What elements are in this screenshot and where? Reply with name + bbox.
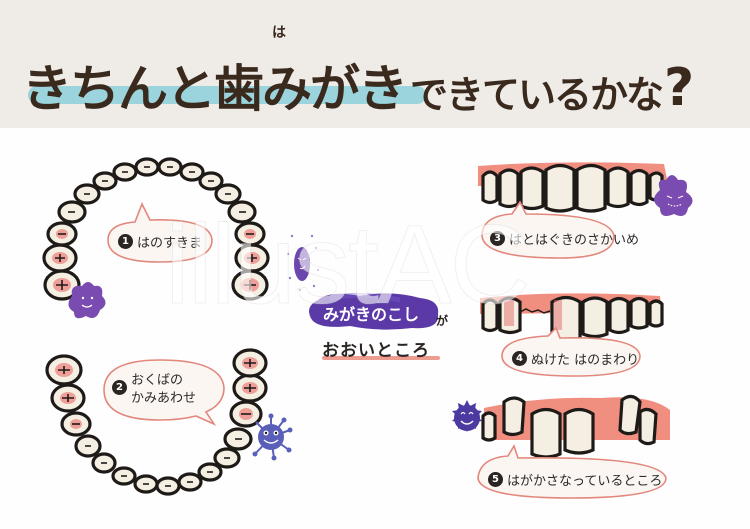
germ-indigo xyxy=(452,400,482,432)
spot-3-text: はとはぐきのさかいめ xyxy=(509,233,640,248)
bubble-4-outline xyxy=(501,326,641,377)
upper-arch-tooth-lines xyxy=(55,166,257,290)
spot-5-text: はがかさなっているところ xyxy=(507,474,663,489)
title-kanji: 歯 xyxy=(214,60,264,118)
title-part2: みがき xyxy=(262,60,408,118)
spot-4-number: 4 xyxy=(512,351,527,366)
page-title: きちんと 歯 みがき できているかな ? xyxy=(22,44,694,114)
bubble-1-outline xyxy=(107,202,213,263)
lower-arch-tooth-lines xyxy=(58,359,256,487)
bubble-3-outline xyxy=(481,200,615,259)
spot-1-number: 1 xyxy=(118,234,133,249)
spot-4-label: 4 ぬけた はのまわり xyxy=(512,349,639,368)
header-band xyxy=(0,0,750,128)
spot-2-label: 2 おくばの かみあわせ xyxy=(112,372,196,408)
teeth-row-5 xyxy=(481,394,658,459)
bubble-5-outline xyxy=(477,444,667,499)
spot-2-text-line2: かみあわせ xyxy=(131,391,197,406)
center-particle: が xyxy=(436,314,449,328)
spot-3-number: 3 xyxy=(490,231,505,246)
spot-5-number: 5 xyxy=(488,472,503,487)
title-part1: きちんと xyxy=(22,60,216,118)
title-question-mark: ? xyxy=(664,58,695,118)
germ-purple-2 xyxy=(654,175,693,216)
spot-1-text: はのすきま xyxy=(137,236,203,251)
bubble-2-outline xyxy=(103,359,225,426)
spot-2-text-line1: おくばの xyxy=(131,373,184,388)
spot-5-label: 5 はがかさなっているところ xyxy=(488,470,662,489)
bacillus-germ xyxy=(286,234,320,292)
spot-1-label: 1 はのすきま xyxy=(118,232,202,251)
title-part3: できているかな xyxy=(410,73,664,117)
spot-4-text: ぬけた はのまわり xyxy=(531,353,640,368)
center-highlight: みがきのこし xyxy=(322,305,419,324)
spot-2-number: 2 xyxy=(112,380,127,395)
spot-3-label: 3 はとはぐきのさかいめ xyxy=(490,229,639,248)
germ-purple-1 xyxy=(68,282,106,319)
center-blob xyxy=(309,293,439,330)
teeth-row-3 xyxy=(481,163,664,213)
title-ruby: は xyxy=(272,25,286,41)
germ-blue xyxy=(252,413,293,461)
center-line2: おおいところ xyxy=(322,341,430,361)
center-underline xyxy=(322,356,440,360)
title-underline xyxy=(28,86,426,104)
